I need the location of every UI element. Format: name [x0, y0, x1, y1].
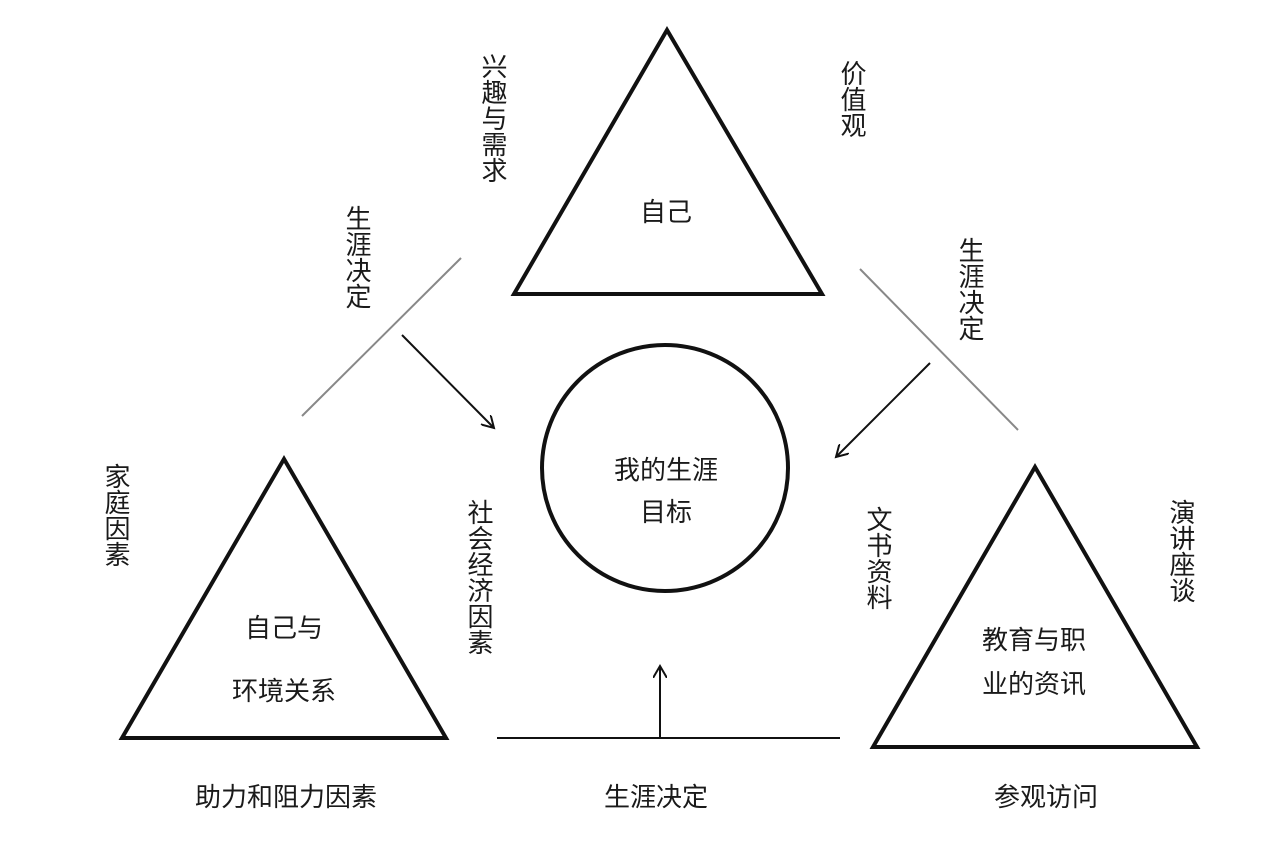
career-goal-circle [540, 343, 790, 593]
education-career-line2: 业的资讯 [981, 670, 1086, 700]
left-arrow [401, 334, 494, 428]
self-environment-line2: 环境关系 [231, 677, 336, 707]
self-triangle [510, 26, 826, 296]
interest-needs-note: 兴趣与需求 [477, 53, 507, 183]
self-label: 自己 [640, 198, 693, 228]
right-arrow [836, 362, 931, 457]
self-environment-line1: 自己与 [244, 614, 323, 644]
self-environment-triangle [118, 455, 450, 740]
family-factors-note: 家庭因素 [100, 463, 130, 567]
education-career-line1: 教育与职 [981, 626, 1086, 656]
career-goal-line2: 目标 [639, 498, 692, 528]
visits-caption: 参观访问 [994, 783, 1099, 813]
left-decision-line [301, 257, 462, 417]
decision-left-label: 生涯决定 [341, 205, 371, 309]
decision-right-label: 生涯决定 [954, 237, 984, 341]
right-decision-line [859, 268, 1019, 431]
career-goal-line1: 我的生涯 [613, 456, 718, 486]
documents-note: 文书资料 [862, 506, 892, 610]
values-note: 价值观 [836, 60, 866, 138]
socioeconomic-factors-note: 社会经济因素 [463, 499, 493, 655]
lectures-note: 演讲座谈 [1165, 499, 1195, 603]
help-hindrance-caption: 助力和阻力因素 [195, 783, 378, 813]
decision-bottom-label: 生涯决定 [604, 783, 709, 813]
education-career-info-triangle [869, 463, 1201, 749]
